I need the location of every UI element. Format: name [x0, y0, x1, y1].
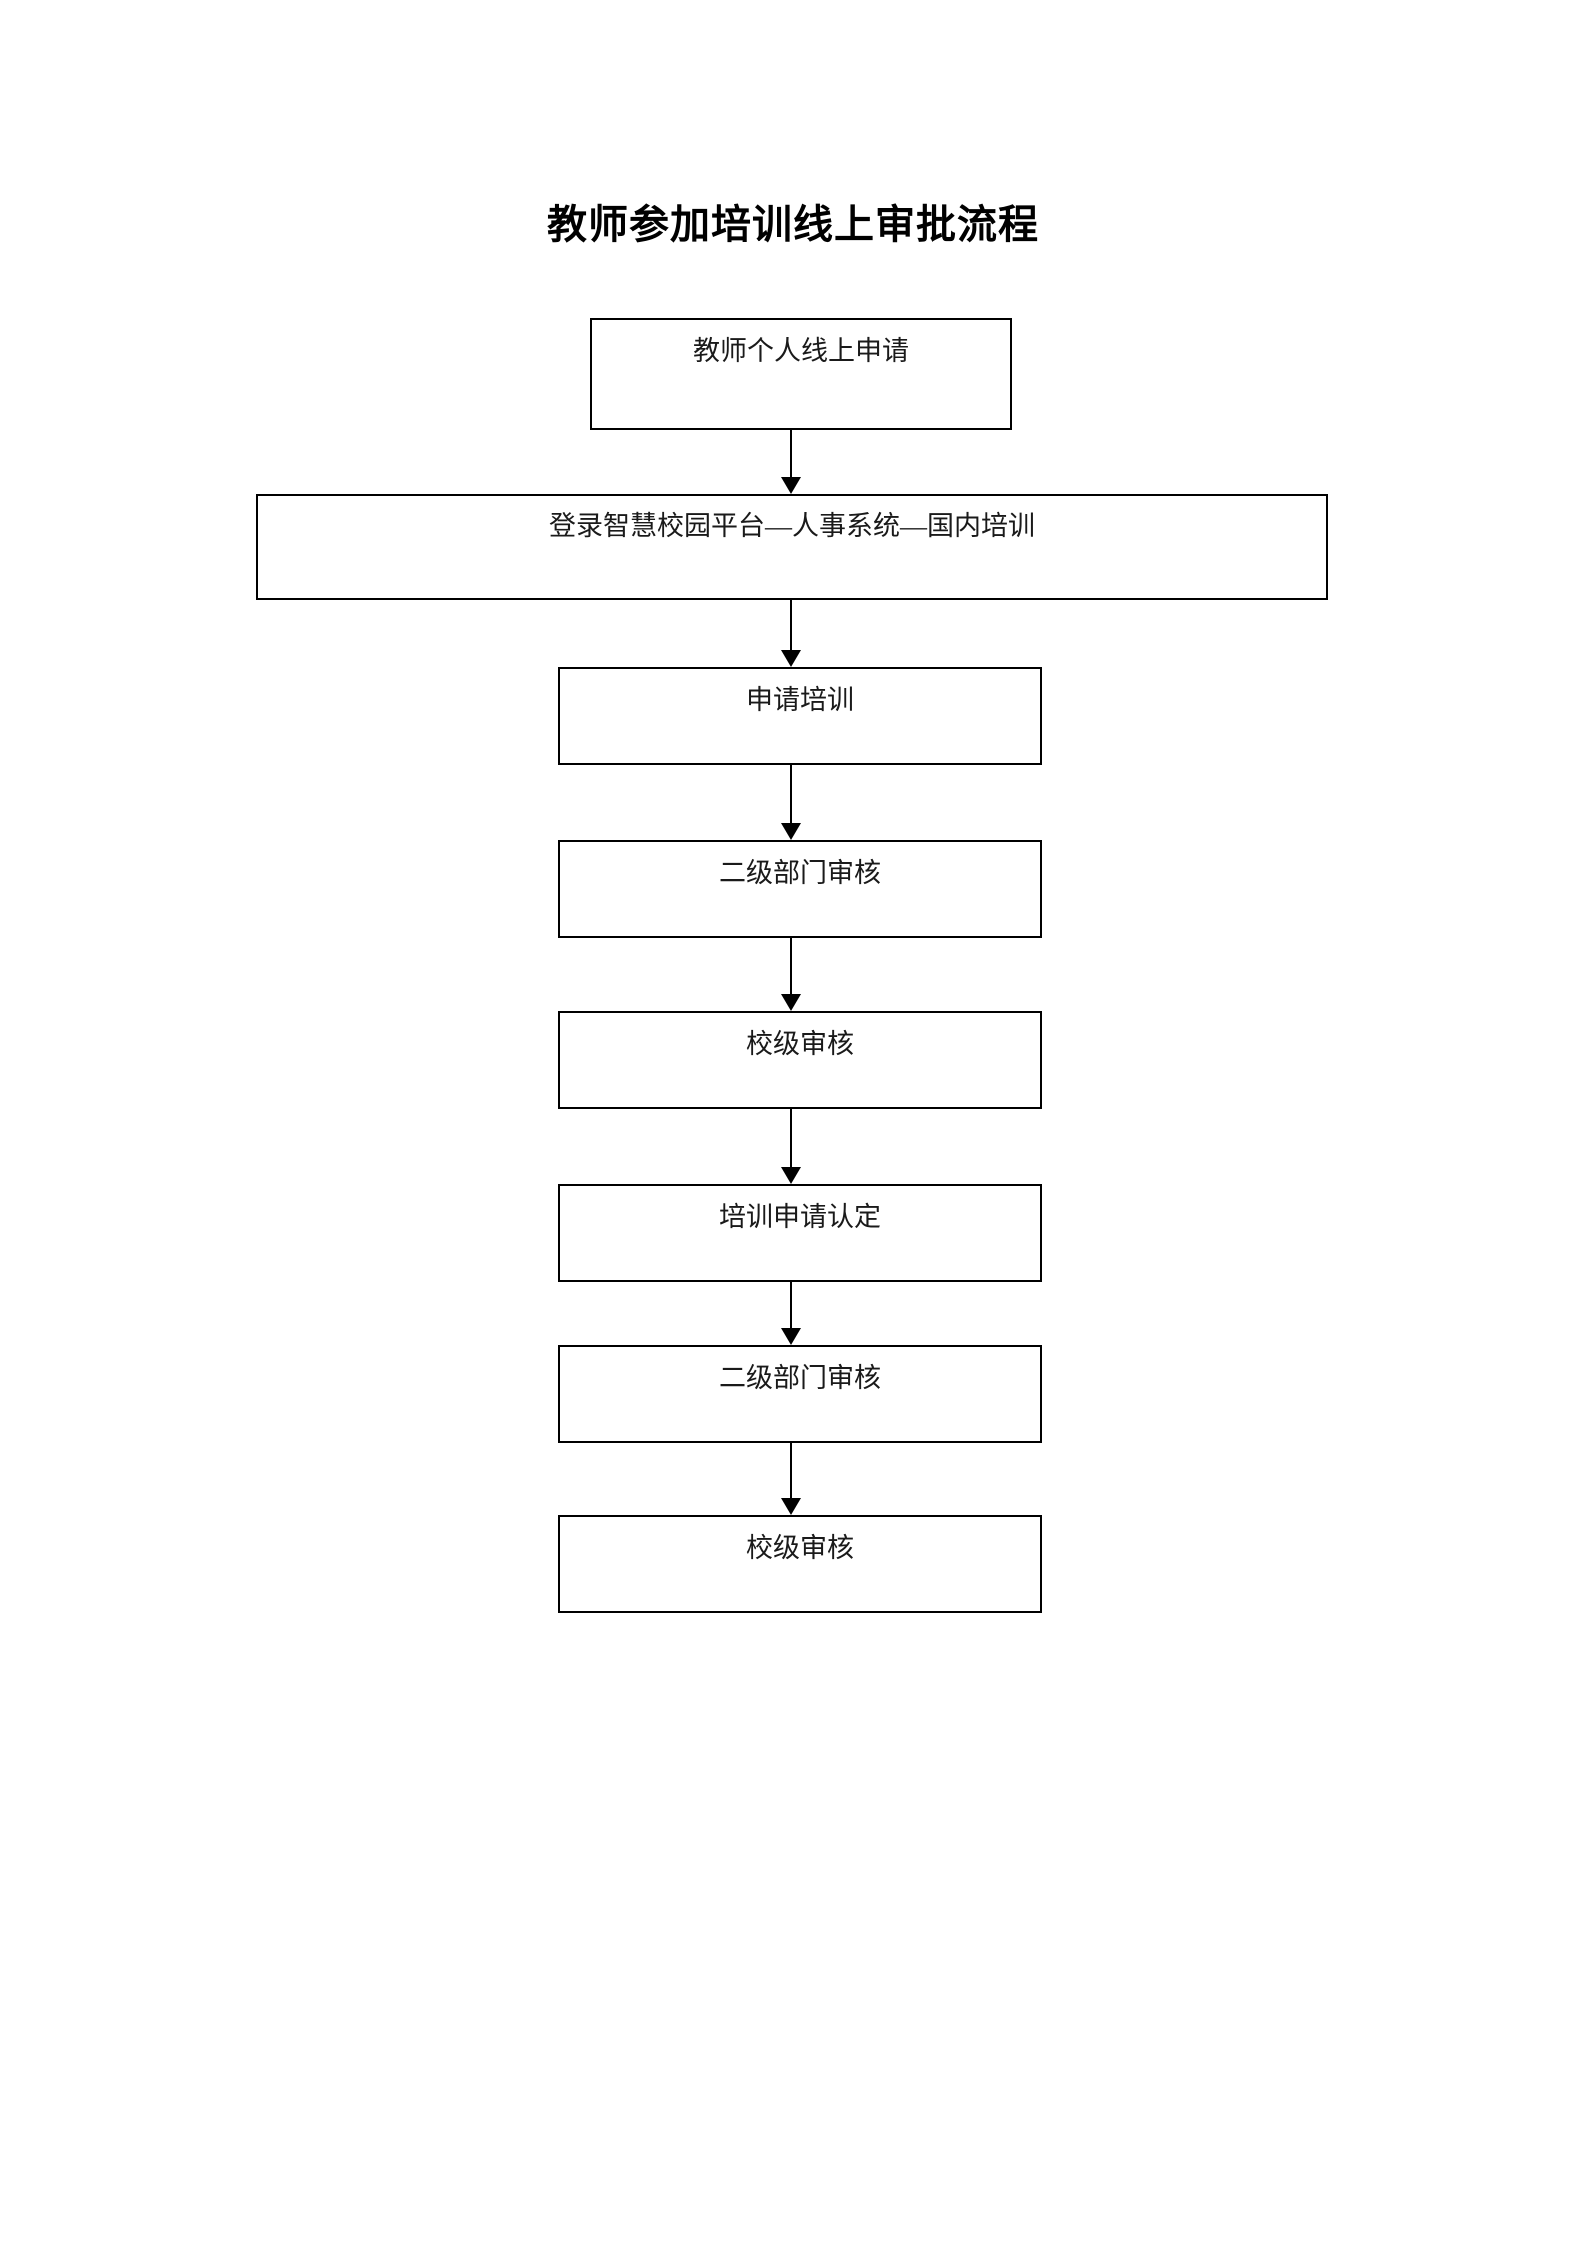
flow-node-label: 教师个人线上申请 [693, 336, 909, 366]
arrow-shaft [790, 1109, 792, 1168]
flow-node-step-5: 校级审核 [558, 1011, 1042, 1109]
arrow-shaft [790, 765, 792, 824]
arrow-shaft [790, 1282, 792, 1329]
arrow-shaft [790, 600, 792, 651]
flow-node-label: 培训申请认定 [719, 1202, 881, 1232]
arrow-head-icon [781, 823, 801, 840]
flow-node-label: 二级部门审核 [719, 858, 881, 888]
arrow-head-icon [781, 1167, 801, 1184]
flow-node-step-8: 校级审核 [558, 1515, 1042, 1613]
arrow-head-icon [781, 994, 801, 1011]
flow-node-step-3: 申请培训 [558, 667, 1042, 765]
flow-node-label: 校级审核 [746, 1029, 854, 1059]
arrow-head-icon [781, 1498, 801, 1515]
flow-node-label: 二级部门审核 [719, 1363, 881, 1393]
arrow-shaft [790, 1443, 792, 1499]
arrow-head-icon [781, 650, 801, 667]
flow-node-step-1: 教师个人线上申请 [590, 318, 1012, 430]
arrow-shaft [790, 938, 792, 995]
page-title: 教师参加培训线上审批流程 [547, 203, 1039, 247]
flow-node-step-7: 二级部门审核 [558, 1345, 1042, 1443]
flow-node-step-6: 培训申请认定 [558, 1184, 1042, 1282]
arrow-shaft [790, 430, 792, 478]
arrow-head-icon [781, 477, 801, 494]
flow-node-step-4: 二级部门审核 [558, 840, 1042, 938]
flow-node-label: 登录智慧校园平台—人事系统—国内培训 [549, 511, 1035, 541]
flow-node-step-2: 登录智慧校园平台—人事系统—国内培训 [256, 494, 1328, 600]
flow-node-label: 校级审核 [746, 1533, 854, 1563]
arrow-head-icon [781, 1328, 801, 1345]
flow-node-label: 申请培训 [746, 685, 854, 715]
